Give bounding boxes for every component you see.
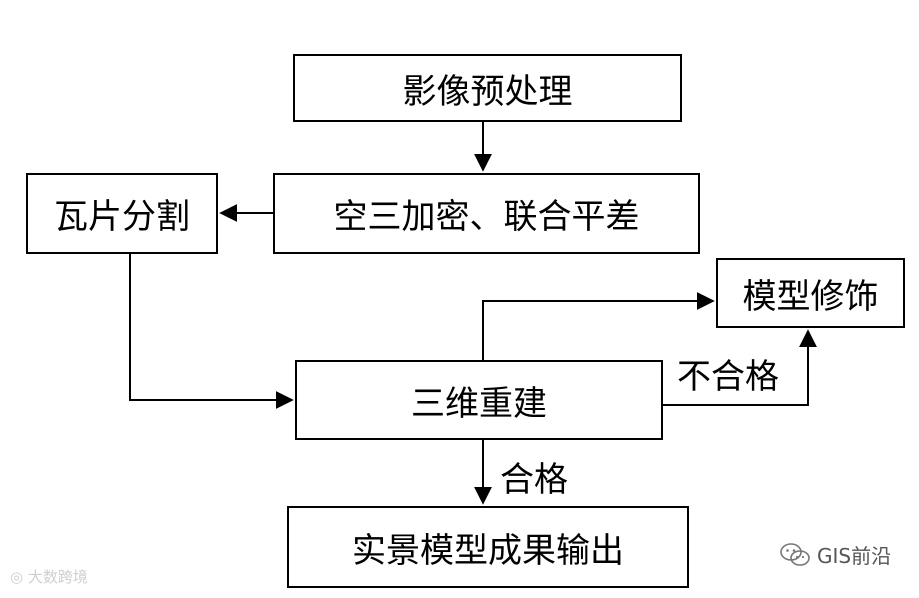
arrow-reconstruction-to-model-fix: [482, 292, 715, 360]
node-model-fix: 模型修饰: [716, 258, 905, 328]
node-output: 实景模型成果输出: [287, 506, 689, 588]
node-preprocess: 影像预处理: [293, 54, 682, 122]
wechat-icon: [780, 542, 810, 566]
watermark-right: GIS前沿: [779, 540, 891, 569]
arrow-fail-to-model-fix: [663, 329, 817, 406]
watermark-right-text: GIS前沿: [817, 544, 892, 568]
edge-label-pass: 合格: [500, 460, 568, 500]
node-aerial-triangulation: 空三加密、联合平差: [273, 173, 700, 254]
watermark-left: ◎ 大数跨境: [10, 566, 88, 587]
node-reconstruction: 三维重建: [295, 360, 663, 440]
arrow-tiling-to-reconstruction: [129, 254, 294, 409]
node-tiling: 瓦片分割: [26, 173, 218, 254]
weibo-logo-icon: ◎: [10, 568, 28, 586]
edge-label-fail: 不合格: [677, 357, 779, 397]
watermark-left-text: 大数跨境: [27, 568, 88, 586]
